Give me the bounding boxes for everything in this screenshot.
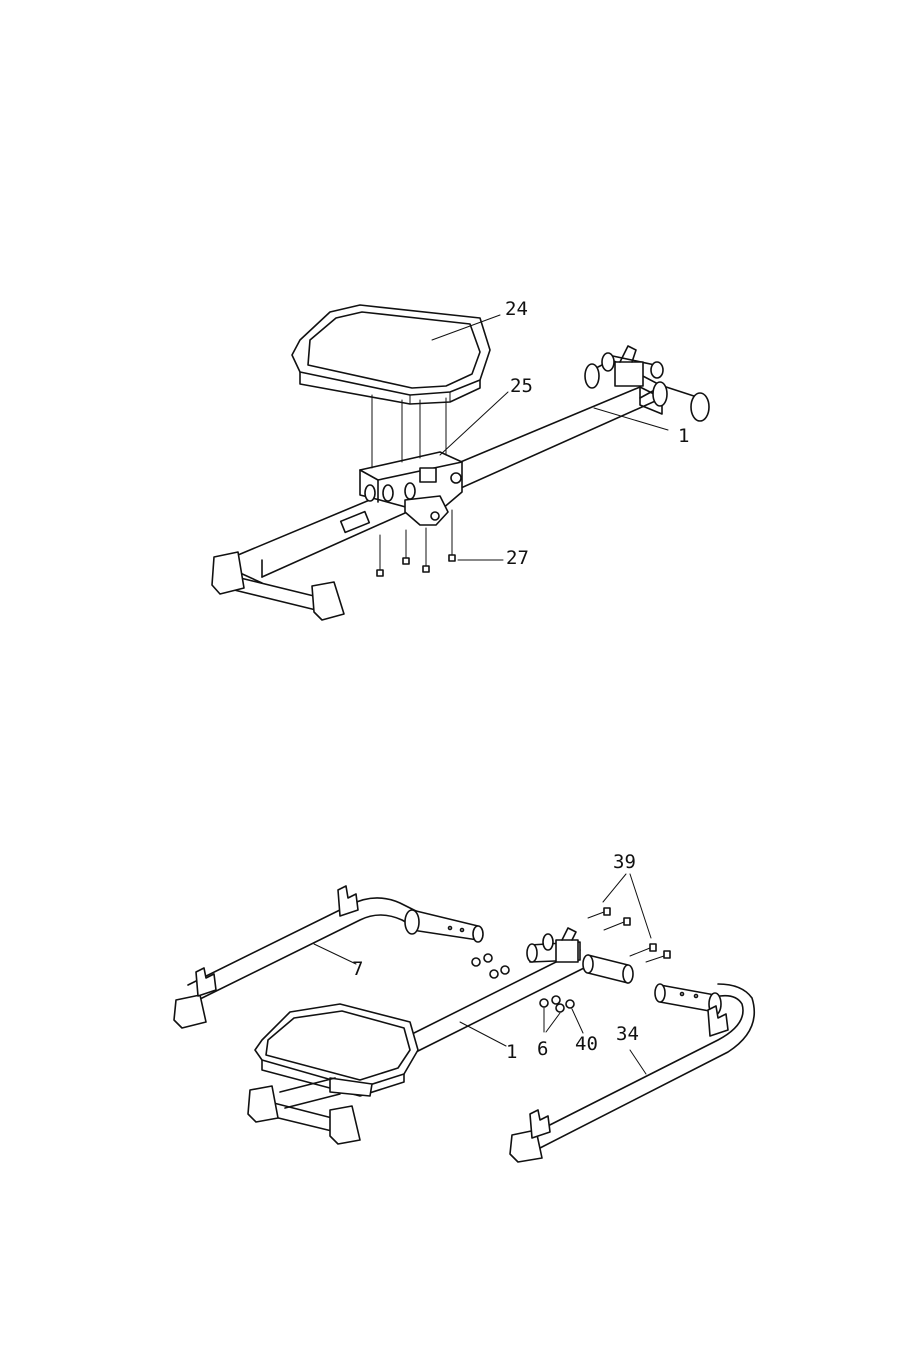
seat-cushion [292, 305, 490, 404]
callout-39: 39 [613, 851, 636, 873]
callout-27: 27 [506, 547, 529, 569]
bolt [449, 510, 455, 561]
leader-line-40 [572, 1009, 583, 1033]
main-rail-assembled [400, 928, 633, 1055]
callout-1: 1 [506, 1041, 517, 1063]
seat-carriage [360, 452, 462, 525]
long-bolts [588, 908, 670, 962]
front-frame [510, 984, 754, 1162]
washer [552, 996, 560, 1004]
callout-1: 1 [678, 425, 689, 447]
leader-line-1b [460, 1022, 506, 1046]
seat-assembled [255, 1004, 418, 1096]
callout-40: 40 [575, 1033, 598, 1055]
leader-line-34 [630, 1050, 646, 1074]
bolt [646, 951, 670, 962]
bolt [423, 528, 429, 572]
callout-25: 25 [510, 375, 533, 397]
callout-7: 7 [352, 958, 363, 980]
washer [566, 1000, 574, 1008]
bolt [630, 944, 656, 956]
seat-assembly-diagram: 24 25 1 27 [212, 298, 709, 620]
leader-line-6b [546, 1013, 560, 1032]
bolt [588, 908, 610, 918]
nut [540, 999, 548, 1007]
nut [556, 1004, 564, 1012]
front-nuts-washers [540, 996, 574, 1012]
stabilizer-assembly-diagram: 39 7 1 6 40 34 [174, 851, 754, 1162]
front-tube [585, 346, 709, 421]
rear-nuts-washers [472, 954, 509, 978]
leader-line-7 [314, 944, 356, 964]
leader-line-39b [630, 874, 651, 938]
bolt [377, 535, 383, 576]
bolt [604, 918, 630, 930]
rear-stabilizer [212, 552, 344, 620]
callout-24: 24 [505, 298, 528, 320]
callout-6: 6 [537, 1038, 548, 1060]
bolt [403, 530, 409, 564]
leader-line-39a [603, 874, 626, 902]
callout-34: 34 [616, 1023, 639, 1045]
